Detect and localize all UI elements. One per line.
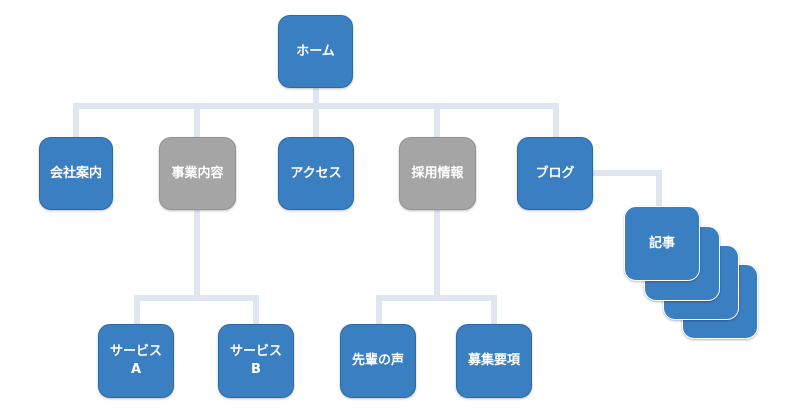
node-home: ホーム [278,15,353,88]
node-article: 記事 [624,206,700,281]
node-business: 事業内容 [159,137,236,210]
node-blog: ブログ [517,137,593,210]
node-access: アクセス [278,137,354,210]
node-service-b: サービス B [218,324,294,398]
node-recruit: 採用情報 [399,137,476,210]
node-senior-voice: 先輩の声 [340,324,416,398]
node-service-a: サービス A [98,324,174,398]
connector-blog-article [590,170,662,210]
node-job-listing: 募集要項 [456,324,532,398]
node-company: 会社案内 [39,137,113,210]
